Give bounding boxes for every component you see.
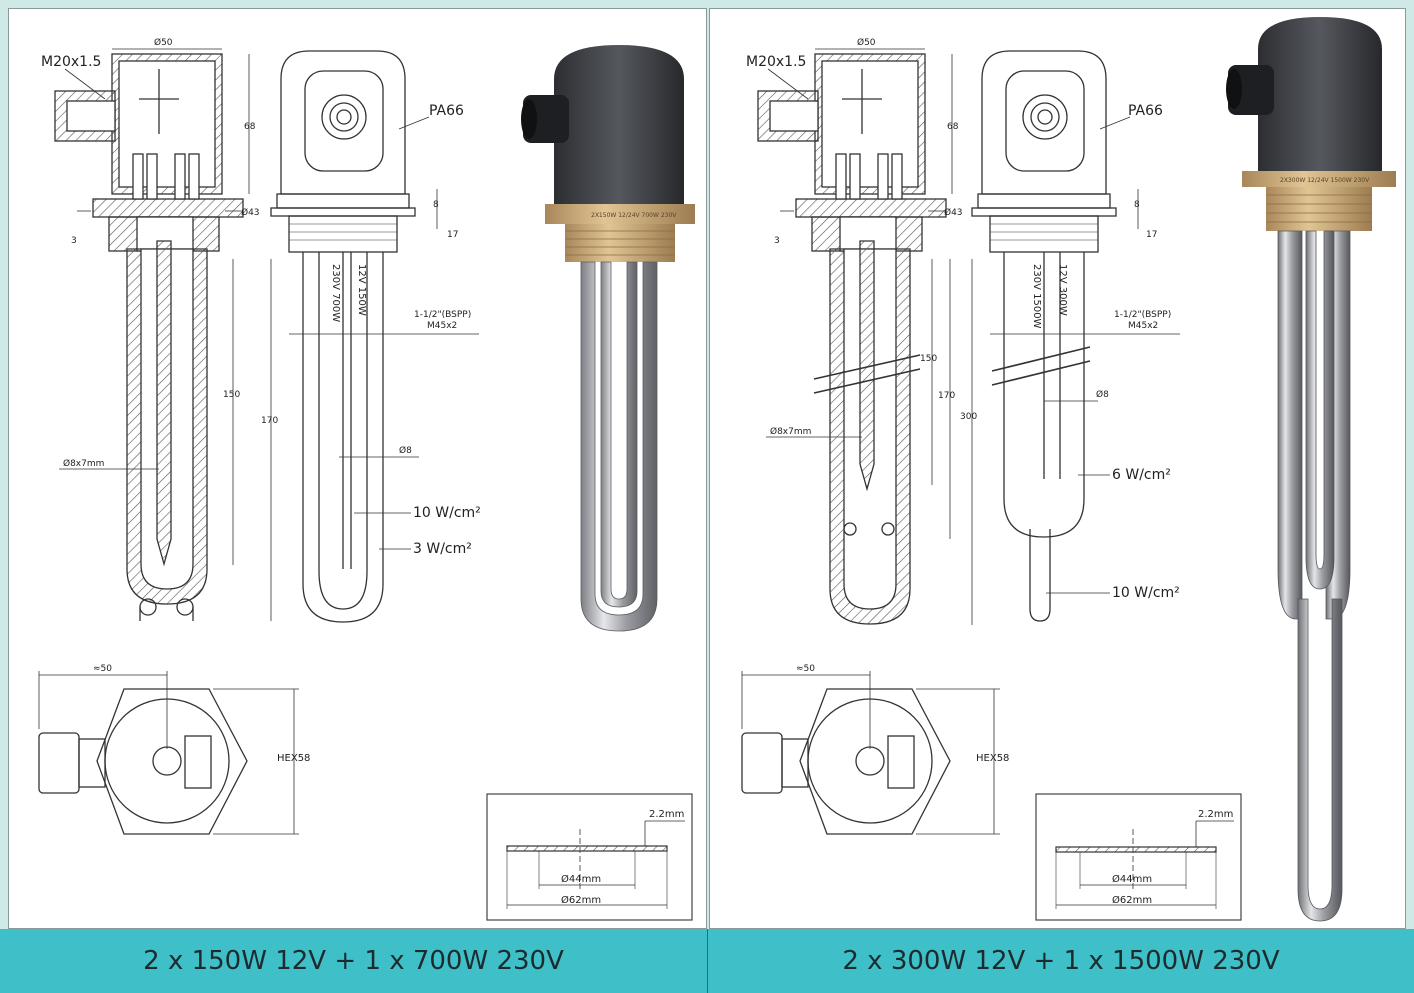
left-technical-drawing: M20x1.5 Ø50 68 Ø43 3 150 170 Ø8x7mm PA66… — [38, 37, 695, 921]
right-element-230v-label: 230V 1500W — [1031, 264, 1042, 329]
right-d17-label: 17 — [1146, 230, 1157, 240]
left-side-view — [270, 50, 479, 623]
left-section-view — [54, 48, 272, 621]
right-load-low-label: 10 W/cm² — [1112, 585, 1180, 601]
right-gasket-thickness-label: 2.2mm — [1198, 809, 1233, 820]
left-load-low-label: 3 W/cm² — [413, 541, 472, 557]
right-thread-label: M20x1.5 — [746, 54, 806, 70]
right-len300-label: 300 — [960, 412, 977, 422]
left-top-view — [38, 671, 299, 835]
left-gasket-detail — [486, 793, 693, 921]
left-brass-print: 2X150W 12/24V 700W 230V — [591, 212, 677, 219]
left-load-high-label: 10 W/cm² — [413, 505, 481, 521]
right-side-view — [971, 50, 1180, 622]
right-dia8-label: Ø8 — [1096, 389, 1109, 400]
right-dia43-label: Ø43 — [944, 207, 963, 218]
left-approx50-label: ≈50 — [93, 664, 112, 674]
left-dia8-label: Ø8 — [399, 445, 412, 456]
right-len150-label: 150 — [920, 354, 937, 364]
right-product-panel: M20x1.5 Ø50 68 Ø43 3 150 170 300 Ø8x7mm … — [709, 8, 1406, 929]
left-m45-label: M45x2 — [427, 321, 457, 331]
left-bspp-label: 1-1/2"(BSPP) — [414, 310, 471, 320]
right-product-photo: 2X300W 12/24V 1500W 230V — [1226, 17, 1396, 922]
left-len150-label: 150 — [223, 390, 240, 400]
left-gasket-od-label: Ø62mm — [561, 894, 601, 906]
left-element-12v-label: 12V 150W — [356, 264, 367, 316]
left-d3-label: 3 — [71, 236, 77, 246]
left-thread-label: M20x1.5 — [41, 54, 101, 70]
right-gasket-od-label: Ø62mm — [1112, 894, 1152, 906]
right-brass-print: 2X300W 12/24V 1500W 230V — [1280, 177, 1370, 184]
right-approx50-label: ≈50 — [796, 664, 815, 674]
left-dia43-label: Ø43 — [241, 207, 260, 218]
right-d3-label: 3 — [774, 236, 780, 246]
right-dia50-label: Ø50 — [857, 37, 876, 48]
right-hex-label: HEX58 — [976, 753, 1009, 764]
right-top-view — [741, 671, 1000, 835]
left-gasket-thickness-label: 2.2mm — [649, 809, 684, 820]
right-load-high-label: 6 W/cm² — [1112, 467, 1171, 483]
left-tube-label: Ø8x7mm — [63, 458, 104, 469]
right-caption-bar: 2 x 300W 12V + 1 x 1500W 230V — [708, 929, 1414, 993]
right-material-label: PA66 — [1128, 103, 1163, 119]
right-h68-label: 68 — [947, 122, 959, 132]
left-d8-label: 8 — [433, 200, 439, 210]
left-product-panel: M20x1.5 Ø50 68 Ø43 3 150 170 Ø8x7mm PA66… — [8, 8, 707, 929]
left-product-photo: 2X150W 12/24V 700W 230V — [521, 45, 695, 632]
right-len170-label: 170 — [938, 391, 955, 401]
right-section-view — [757, 48, 973, 625]
right-element-12v-label: 12V 300W — [1057, 264, 1068, 316]
right-m45-label: M45x2 — [1128, 321, 1158, 331]
right-tube-label: Ø8x7mm — [770, 426, 811, 437]
left-element-230v-label: 230V 700W — [330, 264, 341, 322]
right-caption-text: 2 x 300W 12V + 1 x 1500W 230V — [842, 946, 1280, 976]
left-gasket-id-label: Ø44mm — [561, 873, 601, 885]
left-d17-label: 17 — [447, 230, 458, 240]
left-caption-text: 2 x 150W 12V + 1 x 700W 230V — [143, 946, 564, 976]
right-technical-drawing: M20x1.5 Ø50 68 Ø43 3 150 170 300 Ø8x7mm … — [741, 17, 1396, 922]
left-h68-label: 68 — [244, 122, 256, 132]
right-d8-label: 8 — [1134, 200, 1140, 210]
right-gasket-detail — [1035, 793, 1242, 921]
left-hex-label: HEX58 — [277, 753, 310, 764]
left-len170-label: 170 — [261, 416, 278, 426]
left-caption-bar: 2 x 150W 12V + 1 x 700W 230V — [0, 929, 708, 993]
left-dia50-label: Ø50 — [154, 37, 173, 48]
right-bspp-label: 1-1/2"(BSPP) — [1114, 310, 1171, 320]
left-material-label: PA66 — [429, 103, 464, 119]
right-gasket-id-label: Ø44mm — [1112, 873, 1152, 885]
